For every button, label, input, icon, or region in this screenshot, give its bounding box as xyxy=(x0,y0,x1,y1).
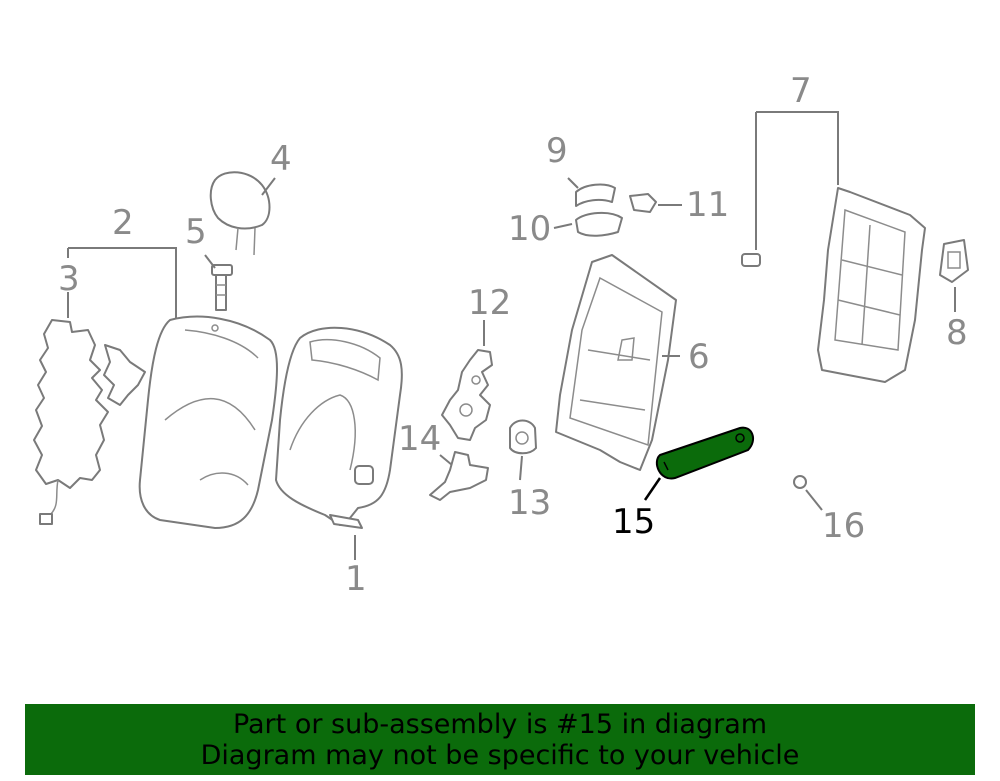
info-banner: Part or sub-assembly is #15 in diagram D… xyxy=(25,704,975,775)
part-6-frame[interactable] xyxy=(555,254,677,471)
parts-diagram: 1 2 3 4 5 6 7 8 9 10 11 12 13 14 15 16 xyxy=(33,71,969,599)
callout-6: 6 xyxy=(688,337,710,377)
callout-4: 4 xyxy=(270,139,292,179)
callout-11: 11 xyxy=(686,185,729,225)
part-11-clip[interactable] xyxy=(629,193,657,213)
part-2-seatback-cover[interactable] xyxy=(138,315,278,529)
callout-1: 1 xyxy=(345,559,367,599)
part-10-cover[interactable] xyxy=(575,212,623,237)
part-7-rear-board[interactable] xyxy=(741,187,926,383)
callout-14: 14 xyxy=(398,419,441,459)
part-8-clip[interactable] xyxy=(939,239,969,283)
part-14-bracket[interactable] xyxy=(429,451,489,501)
banner-line-1: Part or sub-assembly is #15 in diagram xyxy=(232,709,768,740)
banner-line-2: Diagram may not be specific to your vehi… xyxy=(200,740,800,771)
callout-7: 7 xyxy=(790,71,812,111)
callout-5: 5 xyxy=(185,212,207,252)
part-1-seatback-assembly[interactable] xyxy=(275,326,403,529)
leader-lines xyxy=(67,111,956,560)
part-13-knob[interactable] xyxy=(509,419,537,455)
part-5-headrest-guide[interactable] xyxy=(211,264,233,311)
callout-8: 8 xyxy=(946,313,968,353)
callout-2: 2 xyxy=(112,203,134,243)
part-4-headrest[interactable] xyxy=(209,171,271,256)
callout-9: 9 xyxy=(546,131,568,171)
part-15-highlighted[interactable] xyxy=(655,426,755,480)
callout-15: 15 xyxy=(612,502,655,542)
callout-16: 16 xyxy=(822,506,865,546)
part-3-seat-heater[interactable] xyxy=(33,319,146,525)
part-16-ring[interactable] xyxy=(793,475,807,489)
callout-13: 13 xyxy=(508,483,551,523)
part-12-recliner[interactable] xyxy=(441,349,493,441)
callout-10: 10 xyxy=(508,209,551,249)
callout-12: 12 xyxy=(468,283,511,323)
callout-3: 3 xyxy=(58,259,80,299)
part-9-cover[interactable] xyxy=(575,183,616,207)
